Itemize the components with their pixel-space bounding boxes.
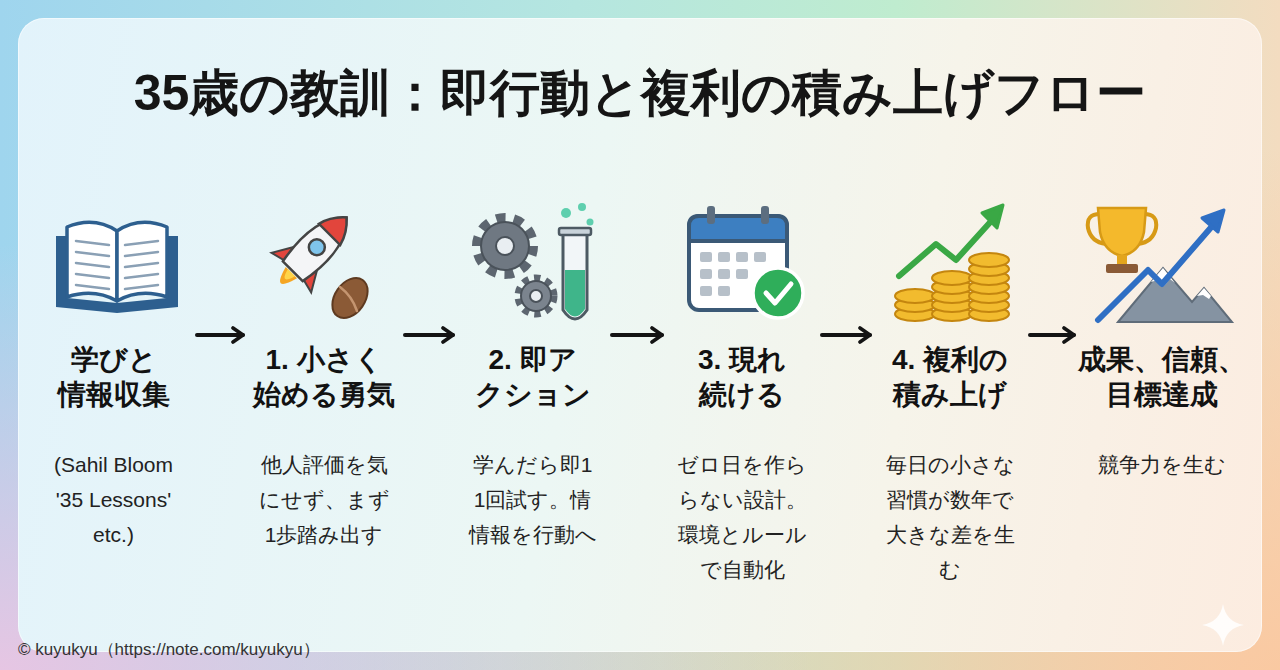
step-node: 4. 複利の 積み上げ毎日の小さな 習慣が数年で 大きな差を生 む — [870, 200, 1030, 600]
test-tube-icon-part — [565, 270, 585, 317]
step-description: 毎日の小さな 習慣が数年で 大きな差を生 む — [880, 447, 1020, 587]
book-icon-part — [67, 222, 117, 301]
trophy-icon-part — [1106, 264, 1138, 273]
calendar-icon-part — [707, 206, 715, 224]
book-icon-part-part — [76, 263, 109, 267]
coin-stack-icon — [895, 253, 1009, 321]
gear-icon-part — [481, 222, 529, 270]
step-heading: 1. 小さく 始める勇気 — [249, 342, 399, 412]
mountain-icon-part — [1197, 288, 1211, 299]
calendar-icon-part-part — [736, 252, 748, 262]
rocket-icon-part — [281, 206, 359, 284]
sparkle-mark — [1202, 604, 1244, 646]
book-icon-part-part — [125, 274, 158, 278]
calendar-icon-part-part — [754, 252, 766, 262]
growth-arrow-icon-part — [1202, 210, 1224, 232]
test-tube-icon-part — [587, 219, 594, 226]
book-icon-part-part — [76, 285, 109, 289]
trophy-icon-part — [1098, 208, 1146, 256]
calendar-icon-part-part — [700, 252, 712, 262]
calendar-icon-part-part — [700, 269, 712, 279]
step-node: 成果、信頼、 目標達成競争力を生む — [1074, 200, 1250, 600]
growth-arrow-icon — [1098, 210, 1224, 320]
book-icon-part-part — [76, 252, 109, 256]
test-tube-icon — [559, 203, 594, 319]
gear-icon-part — [478, 219, 532, 273]
step-node: 2. 即ア クション学んだら即1 1回試す。情 情報を行動へ — [453, 200, 612, 600]
step-heading: 3. 現れ 続ける — [667, 342, 817, 412]
seed-icon-part — [325, 271, 375, 324]
test-tube-icon-part — [561, 208, 571, 218]
test-tube-icon-part — [578, 203, 586, 211]
calendar-icon-part-part — [700, 286, 712, 296]
calendar-icon — [689, 206, 803, 318]
gear-icon-part — [496, 237, 514, 255]
gear-icon-part — [530, 290, 542, 302]
book-icon-part-part — [125, 285, 158, 289]
calendar-icon-part-part — [718, 269, 730, 279]
step-description: ゼロ日を作ら らない設計。 環境とルール で自動化 — [672, 447, 812, 587]
test-tube-icon-part — [559, 228, 591, 235]
calendar-icon-part-part — [736, 269, 748, 279]
calendar-icon-part — [766, 284, 791, 303]
test-tube-icon-part — [563, 232, 587, 319]
step-node: 3. 現れ 続けるゼロ日を作ら らない設計。 環境とルール で自動化 — [662, 200, 822, 600]
coin-stack-icon-part — [932, 271, 972, 285]
step-description: 競争力を生む — [1092, 447, 1232, 482]
calendar-icon-part — [689, 216, 787, 241]
step-description: 他人評価を気 にせず、まず 1歩踏み出す — [254, 447, 394, 552]
trophy-icon — [1088, 208, 1157, 273]
seed-icon — [325, 271, 375, 324]
growth-arrow-icon-part — [982, 205, 1003, 228]
calendar-icon-part-part — [718, 286, 730, 296]
mountain-icon — [1118, 268, 1232, 322]
sparkle-mark-part — [1202, 604, 1244, 646]
seed-icon-part — [340, 287, 357, 311]
book-icon-part-part — [76, 241, 109, 245]
rocket-icon-part — [319, 207, 357, 245]
flow-arrow — [1030, 333, 1074, 337]
step-node: 1. 小さく 始める勇気他人評価を気 にせず、まず 1歩踏み出す — [243, 200, 405, 600]
book-icon-part-part — [125, 263, 158, 267]
copyright-note: © kuyukyu（https://note.com/kuyukyu） — [18, 638, 320, 662]
flow-arrow — [822, 333, 870, 337]
book-icon-part — [117, 222, 167, 301]
diagram-title: 35歳の教訓：即行動と複利の積み上げフロー — [0, 58, 1280, 128]
growth-arrow-icon-part — [1098, 224, 1214, 320]
calendar-icon-part — [761, 206, 769, 224]
rocket-icon-part — [306, 236, 329, 259]
step-heading: 2. 即ア クション — [458, 342, 608, 412]
flow-arrow — [405, 333, 453, 337]
gear-icon-part — [519, 279, 553, 313]
calendar-icon-part — [753, 268, 803, 318]
book-icon-part-part — [76, 274, 109, 278]
gear-icon — [478, 219, 553, 313]
book-icon-part-part — [125, 252, 158, 256]
flow-arrow — [612, 333, 662, 337]
step-description: (Sahil Bloom '35 Lessons' etc.) — [39, 447, 189, 552]
book-icon-part — [76, 241, 158, 289]
calendar-icon-part-part — [718, 252, 730, 262]
step-description: 学んだら即1 1回試す。情 情報を行動へ — [463, 447, 603, 552]
coin-stack-icon-part — [969, 253, 1009, 267]
mountain-icon-part — [1118, 268, 1232, 322]
trophy-icon-part — [1117, 255, 1127, 265]
step-heading: 4. 複利の 積み上げ — [875, 342, 1025, 412]
flow-arrow — [197, 333, 243, 337]
gear-icon-part — [521, 281, 551, 311]
step-heading: 成果、信頼、 目標達成 — [1074, 342, 1250, 412]
step-node: 学びと 情報収集 (Sahil Bloom '35 Lessons' etc.) — [30, 200, 197, 600]
book-icon-part-part — [125, 241, 158, 245]
coin-stack-icon-part — [895, 289, 935, 303]
book-icon — [56, 222, 178, 313]
step-heading: 学びと 情報収集 — [39, 342, 189, 412]
